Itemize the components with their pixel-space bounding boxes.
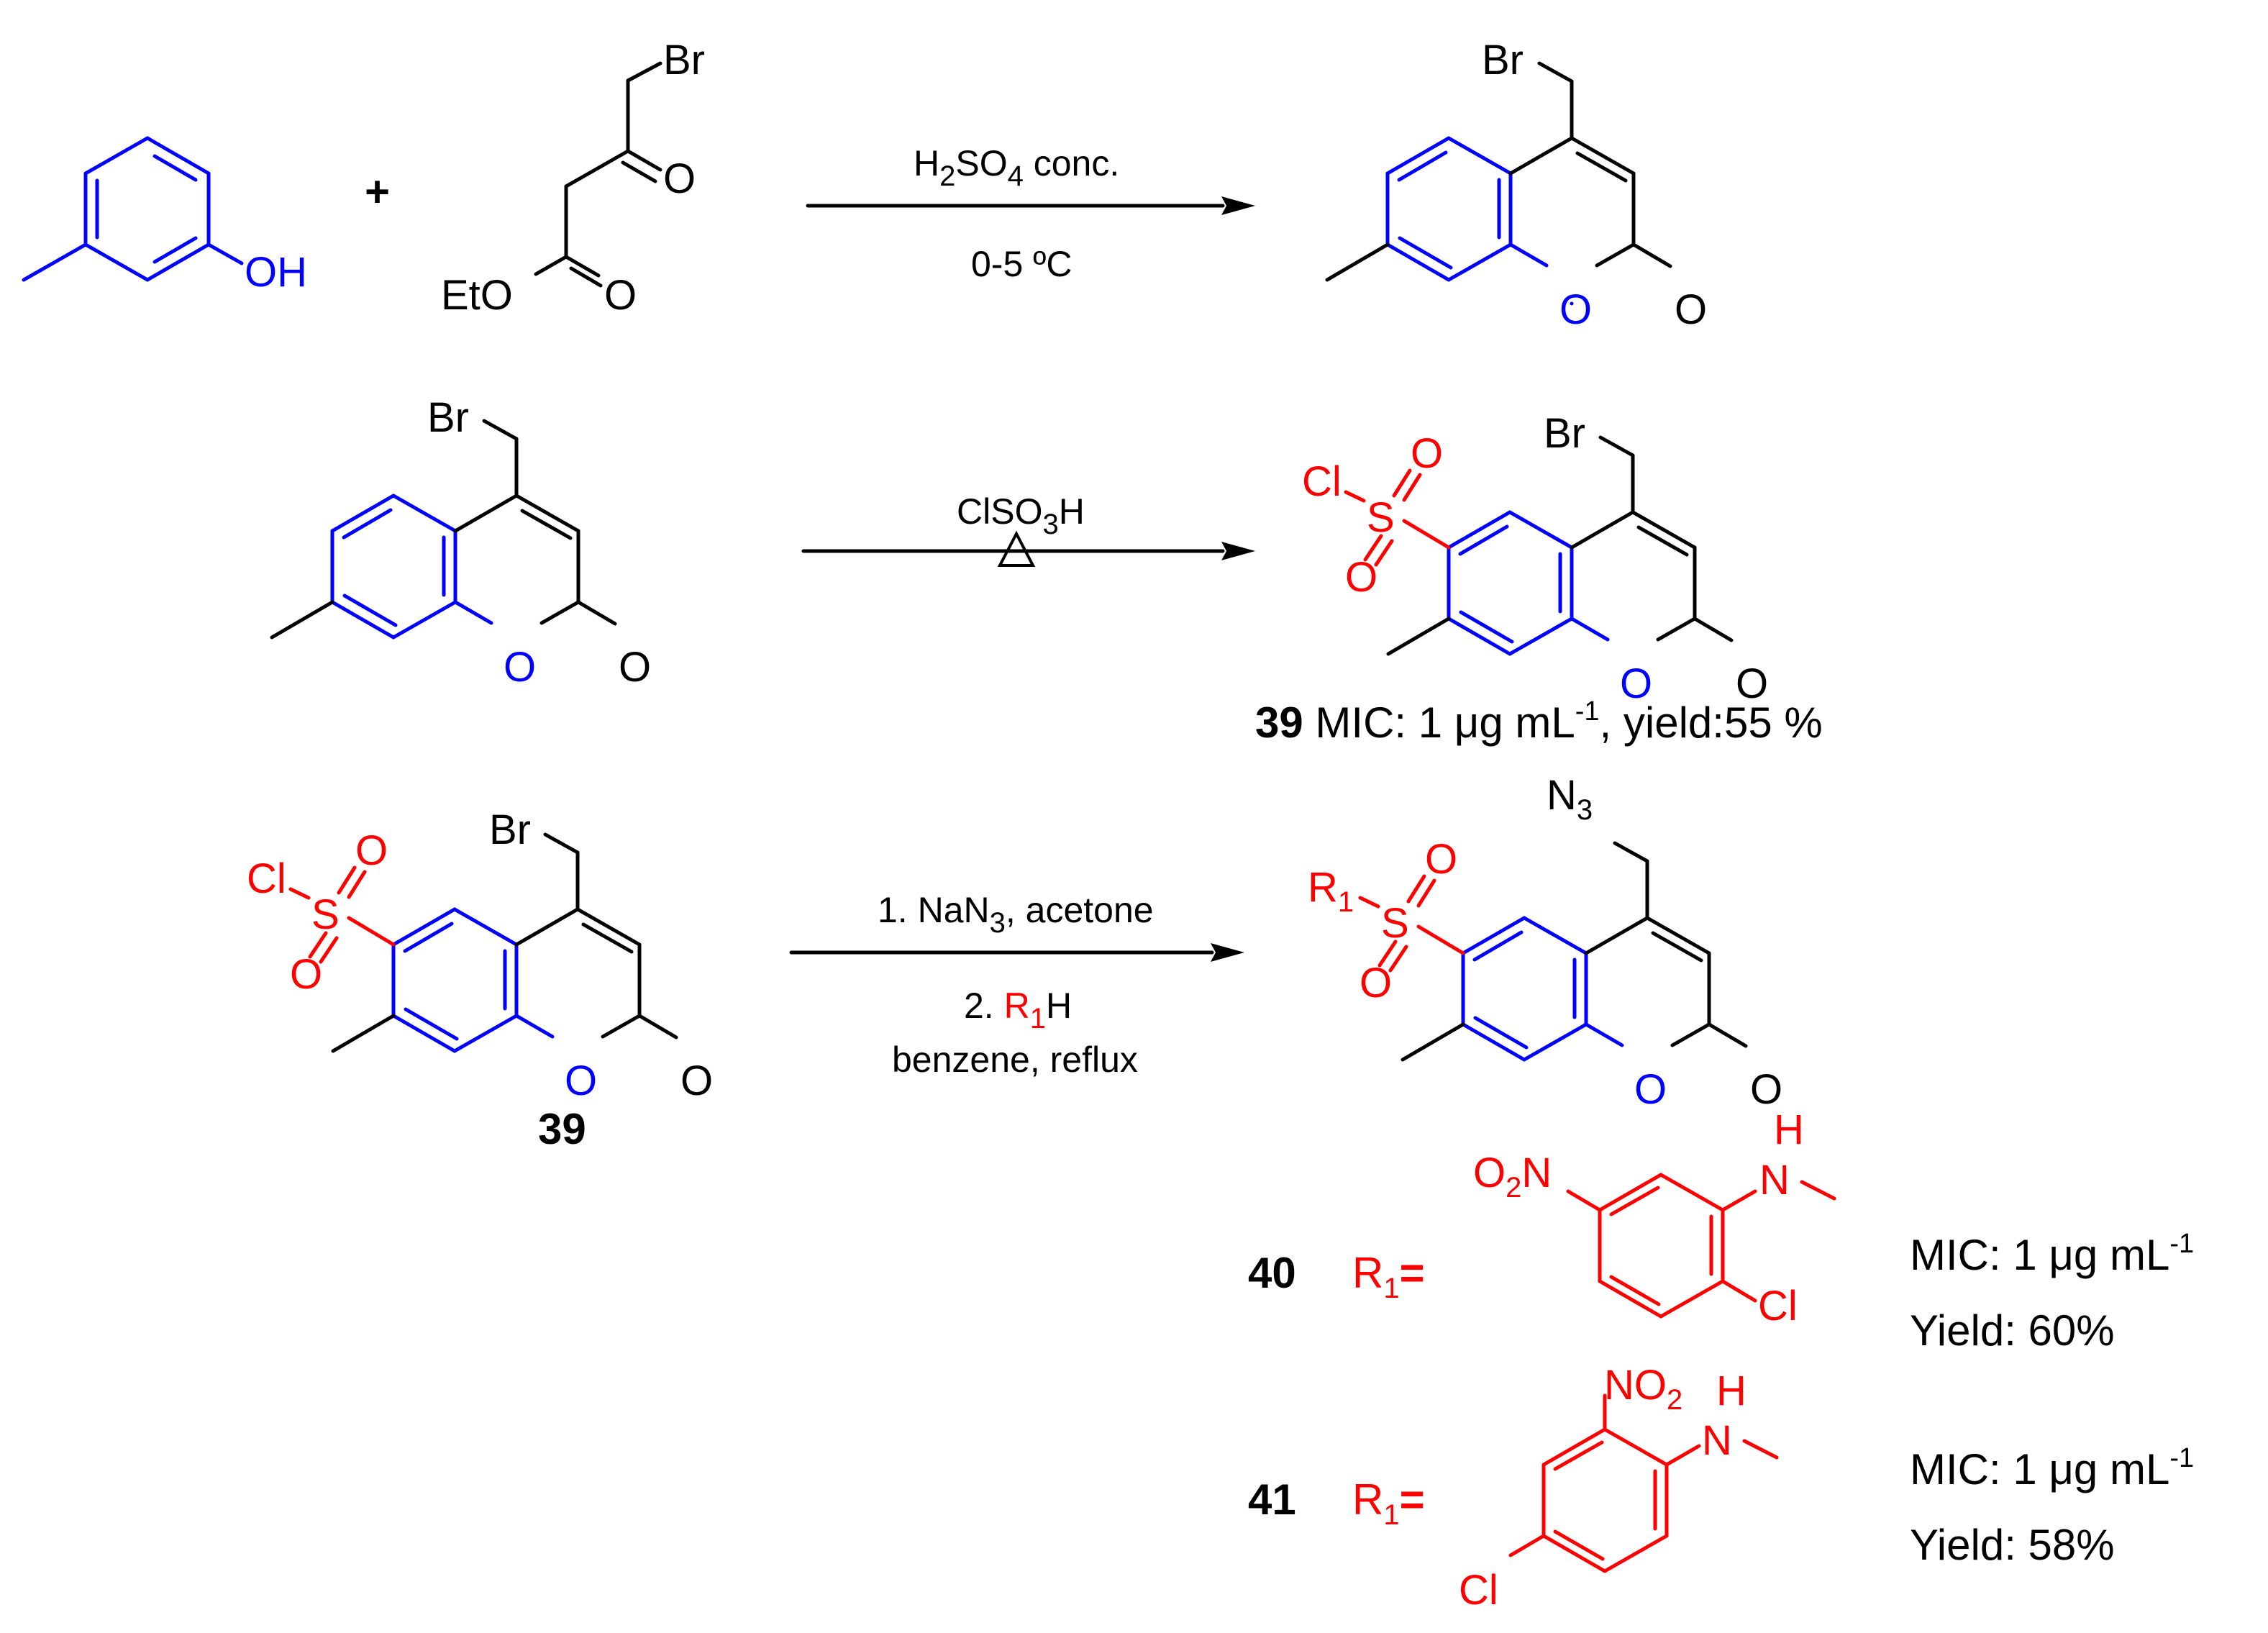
- atom-br: Br: [489, 806, 531, 853]
- compound-40-yield: Yield: 60%: [1910, 1306, 2115, 1355]
- atom-o-sulfonyl-top: O: [1411, 430, 1443, 477]
- atom-s: S: [1381, 900, 1409, 947]
- reaction-arrow-3: 1. NaN3, acetone 2. R1H benzene, reflux: [789, 890, 1244, 1080]
- compound-39-label: 39: [538, 1105, 586, 1153]
- condition-solvent: benzene, reflux: [892, 1040, 1138, 1080]
- atom-eto: EtO: [441, 272, 513, 319]
- atom-no2: NO2: [1604, 1362, 1682, 1416]
- atom-o-carbonyl: O: [1736, 660, 1768, 707]
- compound-40-mic: MIC: 1 μg mL-1: [1910, 1229, 2194, 1279]
- atom-o-carbonyl: O: [1750, 1066, 1782, 1113]
- compound-40-number: 40: [1248, 1249, 1296, 1297]
- atom-o-carbonyl: O: [619, 644, 651, 691]
- atom-o-ring: O: [1634, 1066, 1667, 1113]
- atom-r1: R1: [1308, 864, 1354, 918]
- condition-temperature: 0-5 ºC: [971, 244, 1072, 284]
- bromomethyl-coumarin-product: Br O O: [1325, 37, 1707, 333]
- atom-o-ring: O: [504, 644, 536, 691]
- compound-41-number: 41: [1248, 1475, 1296, 1524]
- atom-o-ring: O: [565, 1057, 597, 1104]
- atom-o-ester: O: [604, 272, 637, 319]
- reagent-r1h: 2. R1H: [964, 986, 1072, 1034]
- atom-o-ring: O: [1559, 286, 1592, 333]
- bromomethyl-coumarin-reactant: Br O O: [270, 394, 651, 691]
- compound-39-mic-yield: 39 MIC: 1 μg mL-1, yield:55 %: [1255, 696, 1823, 747]
- reagent-clso3h: ClSO3H: [957, 491, 1085, 540]
- atom-h: H: [1716, 1368, 1746, 1414]
- atom-o-sulfonyl-bottom: O: [1345, 554, 1377, 601]
- atom-n3: N3: [1547, 772, 1593, 826]
- atom-o-carbonyl: O: [1675, 286, 1707, 333]
- compound-41-r1-group: NO2 H N Cl: [1459, 1362, 1779, 1614]
- reagent-nan3: 1. NaN3, acetone: [878, 890, 1154, 939]
- atom-n: N: [1702, 1417, 1732, 1464]
- atom-o-ring: O: [1620, 660, 1652, 707]
- compound-41-yield: Yield: 58%: [1910, 1521, 2115, 1569]
- atom-oh: OH: [245, 249, 307, 296]
- atom-cl: Cl: [1459, 1567, 1498, 1614]
- compound-40-r1-group: H N O2N Cl: [1473, 1106, 1836, 1329]
- atom-br: Br: [427, 394, 469, 441]
- atom-s: S: [311, 891, 340, 938]
- atom-s: S: [1367, 494, 1395, 541]
- atom-o2n: O2N: [1473, 1150, 1552, 1204]
- ethyl-4-bromoacetoacetate: Br O EtO O: [441, 37, 705, 319]
- compound-41-mic: MIC: 1 μg mL-1: [1910, 1443, 2194, 1493]
- atom-h: H: [1774, 1106, 1804, 1153]
- reaction-arrow-1: H2SO4 conc. 0-5 ºC: [806, 143, 1255, 284]
- reaction-arrow-2: ClSO3H: [801, 491, 1255, 567]
- plus-sign: +: [365, 168, 390, 216]
- atom-o-carbonyl: O: [680, 1057, 713, 1104]
- azidomethyl-sulfonamide-coumarin: N3 R1 S O O O O: [1308, 772, 1782, 1113]
- atom-o-sulfonyl-bottom: O: [1360, 960, 1392, 1006]
- atom-o-sulfonyl-top: O: [355, 827, 388, 874]
- compound-39-product: Br Cl S O O O O: [1302, 410, 1768, 707]
- atom-cl: Cl: [1758, 1283, 1798, 1329]
- atom-br: Br: [1482, 37, 1524, 83]
- reagent-h2so4: H2SO4 conc.: [914, 143, 1119, 192]
- compound-40-r1-label: R1=: [1352, 1249, 1425, 1304]
- atom-br: Br: [1544, 410, 1585, 457]
- atom-cl: Cl: [1302, 458, 1342, 505]
- m-cresol: OH: [22, 136, 307, 296]
- atom-br: Br: [663, 37, 705, 83]
- compound-39-reactant: Br Cl S O O O O: [247, 806, 713, 1104]
- atom-o-sulfonyl-top: O: [1425, 836, 1457, 883]
- atom-o-sulfonyl-bottom: O: [290, 951, 322, 998]
- compound-41-r1-label: R1=: [1352, 1475, 1425, 1531]
- atom-n: N: [1759, 1157, 1790, 1204]
- atom-o-ketone: O: [663, 155, 696, 202]
- atom-cl: Cl: [247, 855, 286, 902]
- triangle-icon: [997, 530, 1036, 567]
